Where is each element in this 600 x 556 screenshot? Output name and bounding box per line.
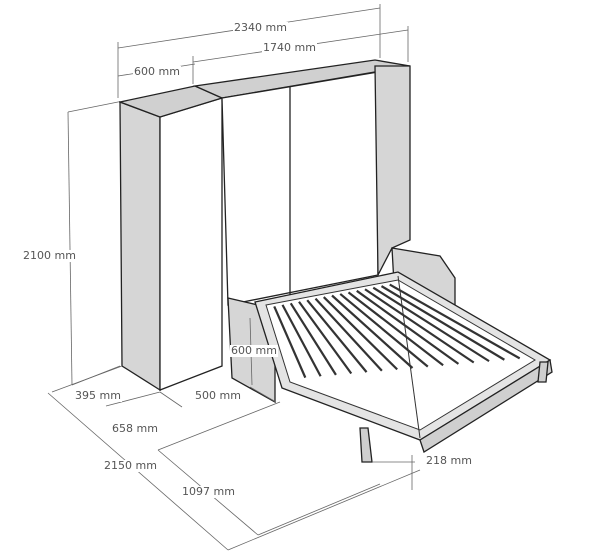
dim-cabinet-width: 600 mm [133,65,181,78]
bed-slat [372,286,490,363]
bed-slat [364,288,475,364]
bed-slat [273,305,307,379]
bed-slat [389,283,521,360]
bed-slat [322,296,398,371]
bed-slat [356,289,460,365]
cabinet-front [159,97,223,391]
bed-slat [306,299,368,373]
dim-total-depth: 2150 mm [103,459,158,472]
unit-front-opening [221,71,379,306]
dim-bed-unit-width: 1740 mm [262,41,317,54]
unit-right-side [374,65,411,276]
dim-total-width: 2340 mm [233,21,288,34]
bed-slat [380,285,505,361]
bed-slat [331,294,414,369]
bed-slat [289,302,337,376]
dim-unit-depth: 658 mm [111,422,159,435]
dim-height: 2100 mm [22,249,77,262]
bed-end-rail [419,358,553,453]
dim-leg-panel-height: 600 mm [230,344,278,357]
bed-slat [339,293,429,368]
bed-slat [314,297,383,372]
dim-leg-height: 218 mm [425,454,473,467]
bed-slat [347,291,444,367]
cabinet-side [119,101,161,392]
bed-leg-right [537,361,549,383]
bed-slat [281,304,322,377]
bed-leg [359,427,373,463]
dim-cabinet-depth: 395 mm [74,389,122,402]
dim-leg-panel-depth: 500 mm [194,389,242,402]
dim-bed-extension: 1097 mm [181,485,236,498]
bed-slat [298,301,353,375]
